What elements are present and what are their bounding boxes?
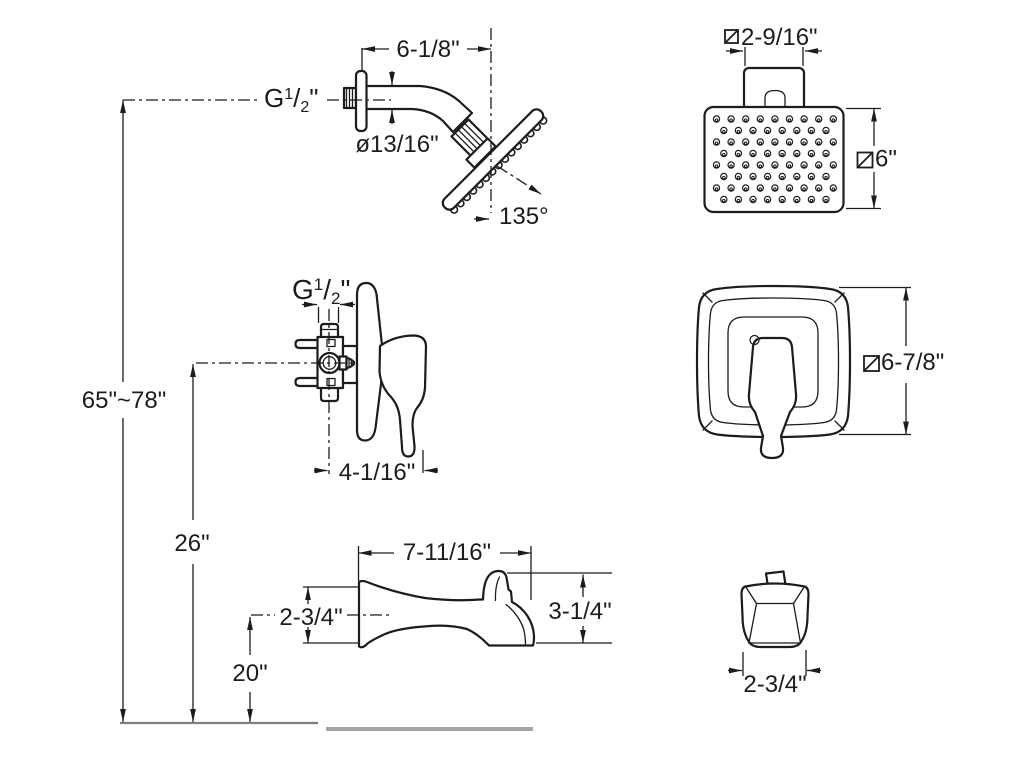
dimension-arm-diameter: ø13/16" [355, 71, 439, 158]
square-dimension-icon [724, 29, 739, 44]
inlet-width-label: 2-9/16" [741, 24, 818, 51]
dimension-flange-height: 2-3/4" [279, 586, 359, 644]
handle-set-screw [749, 334, 760, 346]
dimension-plate-size: 6-7/8" [839, 286, 944, 436]
arm-diameter-label: ø13/16" [355, 131, 438, 158]
dimension-inlet-width: 2-9/16" [724, 24, 822, 66]
trim-plate-corner-ticks [702, 292, 845, 431]
spout-length-label: 7-11/16" [403, 539, 491, 566]
spout-side-view: 7-11/16" 2-3/4" 3-1/4" [251, 539, 612, 649]
trim-front-view: 6-7/8" [695, 284, 944, 460]
arm-thread-size-label: G1/2" [264, 83, 319, 116]
plate-size-label: 6-7/8" [881, 349, 944, 376]
valve-side-view: G1/2" 4-1/16" [196, 274, 438, 486]
spout-outlet-inner-line [505, 603, 527, 645]
spout-front-view: 2-3/4" [728, 570, 821, 698]
dimension-spout-length: 7-11/16" [357, 539, 532, 600]
head-size-label: 6" [875, 146, 897, 173]
showerhead-supply-block [742, 66, 806, 112]
valve-height-label: 26" [174, 530, 209, 557]
shower-arm-tube [364, 84, 474, 134]
spout-body-front [740, 582, 810, 649]
shower-arm-thread-nipple [342, 86, 358, 110]
dimension-arm-length: 6-1/8" [361, 36, 491, 70]
trim-handle-front [747, 336, 798, 460]
shower-arm-flange [354, 69, 368, 133]
spout-width-label: 2-3/4" [743, 671, 806, 698]
dimension-spout-width: 2-3/4" [728, 650, 821, 698]
square-dimension-icon [856, 151, 874, 169]
spout-body-side [357, 569, 536, 649]
spout-front-facets [745, 587, 805, 644]
arm-length-label: 6-1/8" [396, 36, 459, 63]
valve-top-port [319, 322, 340, 339]
valve-inlet-pipe-top [294, 338, 319, 350]
showerhead-supply-arch [764, 89, 786, 111]
dimension-spout-install-height: 20" [232, 617, 268, 722]
showerhead-height-label: 65"~78" [82, 387, 166, 414]
trim-plate-inner [727, 316, 819, 408]
head-angle-label: 135° [499, 203, 549, 230]
showerhead-front-view: 2-9/16" 6" [703, 24, 897, 214]
square-dimension-icon [863, 355, 880, 372]
valve-thread-size-label: G1/2" [292, 274, 350, 308]
flange-height-label: 2-3/4" [279, 604, 342, 631]
dimension-head-size: 6" [846, 107, 897, 210]
dimension-valve-depth: 4-1/16" [314, 450, 438, 486]
valve-depth-label: 4-1/16" [339, 459, 416, 486]
dimension-spout-height: 3-1/4" [507, 572, 612, 644]
valve-handle-side [378, 334, 428, 458]
shower-arm-side-view: 6-1/8" G1/2" ø13/16" 135° [123, 28, 549, 230]
spout-height-label: 3-1/4" [548, 598, 611, 625]
dimension-showerhead-height: 65"~78" [82, 100, 166, 722]
dimension-valve-thread: G1/2" [292, 274, 355, 323]
installation-dimensions: 65"~78" 26" 20" [82, 100, 533, 731]
valve-inlet-pipe-bottom [294, 376, 319, 388]
nozzle-grid [712, 115, 838, 204]
diverter-knob-inner-line [494, 576, 501, 602]
dimension-head-angle: 135° [474, 28, 549, 230]
spout-install-height-label: 20" [232, 660, 267, 687]
dimension-valve-height: 26" [174, 364, 210, 722]
